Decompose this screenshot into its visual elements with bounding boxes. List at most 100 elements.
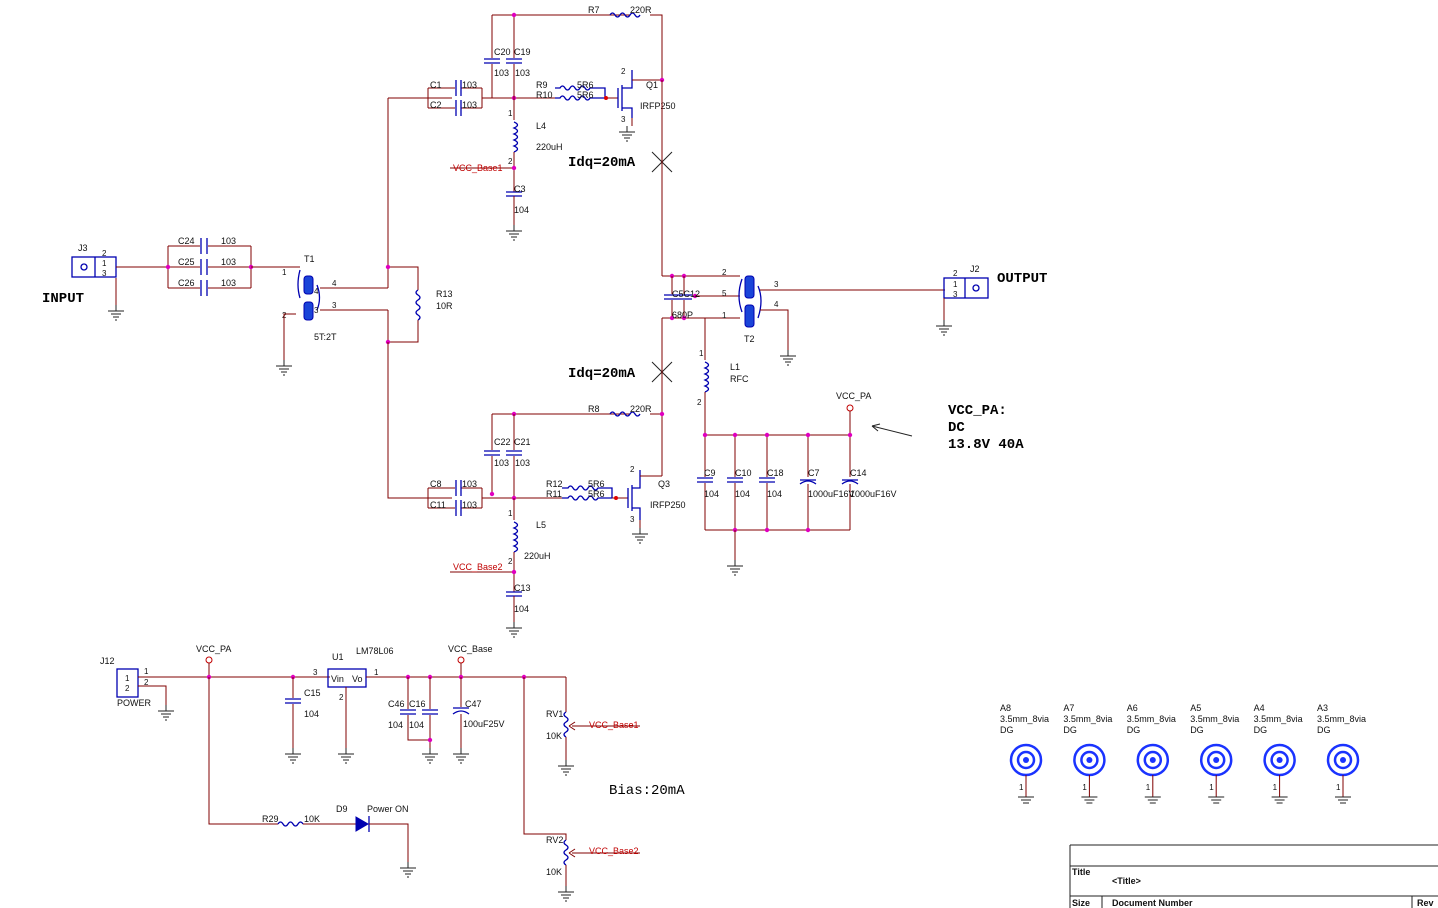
svg-text:C2: C2 xyxy=(430,100,442,110)
input-label: INPUT xyxy=(42,291,84,307)
svg-text:U1: U1 xyxy=(332,652,344,662)
svg-text:104: 104 xyxy=(304,709,319,719)
svg-text:2: 2 xyxy=(722,268,727,277)
svg-text:1: 1 xyxy=(508,509,513,518)
svg-text:C18: C18 xyxy=(767,468,784,478)
svg-text:IRFP250: IRFP250 xyxy=(640,101,676,111)
svg-text:1: 1 xyxy=(699,349,704,358)
svg-text:103: 103 xyxy=(221,278,236,288)
svg-text:2: 2 xyxy=(125,684,130,693)
svg-text:104: 104 xyxy=(388,720,403,730)
svg-text:2: 2 xyxy=(508,557,513,566)
svg-text:1: 1 xyxy=(1082,783,1087,792)
svg-text:3: 3 xyxy=(630,515,635,524)
svg-text:5R6: 5R6 xyxy=(577,90,594,100)
svg-text:C16: C16 xyxy=(409,699,426,709)
svg-text:DG: DG xyxy=(1000,725,1014,735)
svg-text:3: 3 xyxy=(332,301,337,310)
svg-text:104: 104 xyxy=(514,205,529,215)
svg-text:J3: J3 xyxy=(78,243,88,253)
svg-text:C46: C46 xyxy=(388,699,405,709)
svg-text:3.5mm_8via: 3.5mm_8via xyxy=(1317,714,1366,724)
svg-text:R11: R11 xyxy=(546,489,562,499)
svg-text:103: 103 xyxy=(221,257,236,267)
svg-text:Title: Title xyxy=(1072,867,1090,877)
svg-text:103: 103 xyxy=(462,80,477,90)
svg-text:C5C12: C5C12 xyxy=(672,289,700,299)
svg-text:3: 3 xyxy=(774,280,779,289)
svg-text:Document Number: Document Number xyxy=(1112,898,1193,908)
net-vcc-base1-label: VCC_Base1 xyxy=(453,163,503,173)
svg-text:C25: C25 xyxy=(178,257,195,267)
svg-text:1: 1 xyxy=(102,259,107,268)
svg-text:103: 103 xyxy=(494,68,509,78)
svg-text:C47: C47 xyxy=(465,699,482,709)
svg-text:1: 1 xyxy=(282,268,287,277)
svg-text:R9: R9 xyxy=(536,80,548,90)
svg-text:C1: C1 xyxy=(430,80,442,90)
svg-text:3.5mm_8via: 3.5mm_8via xyxy=(1063,714,1112,724)
svg-text:10K: 10K xyxy=(304,814,320,824)
svg-text:1: 1 xyxy=(1019,783,1024,792)
svg-text:C10: C10 xyxy=(735,468,752,478)
svg-text:104: 104 xyxy=(767,489,782,499)
svg-text:3.5mm_8via: 3.5mm_8via xyxy=(1254,714,1303,724)
svg-text:C22: C22 xyxy=(494,437,511,447)
svg-text:<Title>: <Title> xyxy=(1112,876,1141,886)
mosfet-q1: Q1 IRFP250 2 3 xyxy=(617,67,676,126)
svg-text:Size: Size xyxy=(1072,898,1090,908)
svg-text:A6: A6 xyxy=(1127,703,1138,713)
net-rv2-vcc-base2-label: VCC_Base2 xyxy=(589,846,639,856)
svg-text:220uH: 220uH xyxy=(536,142,563,152)
svg-text:A8: A8 xyxy=(1000,703,1011,713)
svg-text:104: 104 xyxy=(735,489,750,499)
svg-text:680P: 680P xyxy=(672,310,693,320)
svg-text:C7: C7 xyxy=(808,468,820,478)
svg-text:5R6: 5R6 xyxy=(577,80,594,90)
svg-text:5R6: 5R6 xyxy=(588,489,605,499)
svg-text:J2: J2 xyxy=(970,264,980,274)
svg-text:103: 103 xyxy=(515,458,530,468)
svg-text:C15: C15 xyxy=(304,688,321,698)
led-d9: D9 Power ON xyxy=(336,804,409,832)
title-block: Title <Title> Size Document Number Rev xyxy=(1069,844,1438,908)
svg-text:103: 103 xyxy=(494,458,509,468)
svg-text:DG: DG xyxy=(1190,725,1204,735)
svg-text:4: 4 xyxy=(314,287,319,296)
svg-text:R29: R29 xyxy=(262,814,279,824)
svg-text:1: 1 xyxy=(1146,783,1151,792)
svg-text:103: 103 xyxy=(221,236,236,246)
net-vcc-base-label: VCC_Base xyxy=(448,644,493,654)
net-vcc-pa-label: VCC_PA xyxy=(836,391,871,401)
svg-text:2: 2 xyxy=(508,157,513,166)
svg-text:3: 3 xyxy=(953,290,958,299)
connector-j12: J12 1 2 1 2 POWER xyxy=(100,656,152,708)
svg-text:5R6: 5R6 xyxy=(588,479,605,489)
svg-text:1: 1 xyxy=(953,280,958,289)
svg-text:100uF25V: 100uF25V xyxy=(463,719,505,729)
svg-text:103: 103 xyxy=(462,479,477,489)
svg-text:4: 4 xyxy=(774,300,779,309)
svg-text:C26: C26 xyxy=(178,278,195,288)
net-rv1-vcc-base1-label: VCC_Base1 xyxy=(589,720,639,730)
svg-text:5T:2T: 5T:2T xyxy=(314,332,337,342)
svg-text:DG: DG xyxy=(1254,725,1268,735)
svg-text:R7: R7 xyxy=(588,5,600,15)
svg-text:C9: C9 xyxy=(704,468,716,478)
svg-text:Q3: Q3 xyxy=(658,479,670,489)
svg-text:DG: DG xyxy=(1063,725,1077,735)
idq-bottom-label: Idq=20mA xyxy=(568,366,636,382)
svg-text:5: 5 xyxy=(722,289,727,298)
svg-text:R8: R8 xyxy=(588,404,600,414)
svg-text:3.5mm_8via: 3.5mm_8via xyxy=(1127,714,1176,724)
svg-text:2: 2 xyxy=(144,678,149,687)
svg-text:R12: R12 xyxy=(546,479,563,489)
svg-text:103: 103 xyxy=(515,68,530,78)
svg-text:3: 3 xyxy=(313,668,318,677)
svg-text:3: 3 xyxy=(314,306,319,315)
